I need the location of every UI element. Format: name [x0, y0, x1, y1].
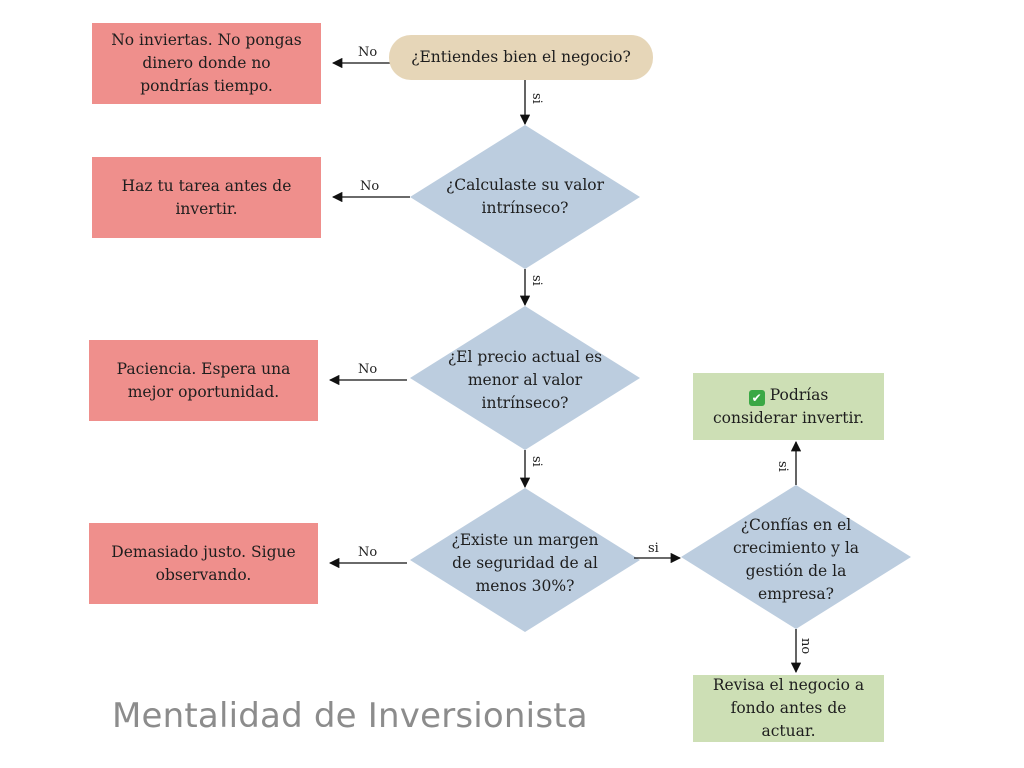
question-text-2: ¿Calculaste su valor intrínseco?	[445, 176, 605, 217]
edge-label-no-4: No	[358, 545, 378, 560]
check-mark-icon: ✔	[748, 389, 765, 406]
positive-box-1: ✔Podrías considerar invertir.	[693, 373, 884, 440]
edge-label-si-4: si	[648, 541, 659, 556]
result-text-3: Paciencia. Espera una mejor oportunidad.	[116, 359, 291, 401]
result-box-4: Demasiado justo. Sigue observando.	[89, 523, 318, 604]
decision-diamond-4	[410, 488, 640, 632]
question-text-4: ¿Existe un margen de seguridad de al men…	[451, 530, 599, 595]
edge-label-si-2: si	[529, 275, 544, 286]
edge-label-si-1: si	[529, 93, 544, 104]
start-question-pill: ¿Entiendes bien el negocio?	[389, 35, 653, 80]
result-box-3: Paciencia. Espera una mejor oportunidad.	[89, 340, 318, 421]
result-box-1: No inviertas. No pongas dinero donde no …	[92, 23, 321, 104]
result-box-2: Haz tu tarea antes de invertir.	[92, 157, 321, 238]
positive-text-1: Podrías considerar invertir.	[712, 385, 865, 427]
question-text-3: ¿El precio actual es menor al valor intr…	[447, 347, 603, 412]
edge-label-no-5: no	[798, 638, 813, 655]
positive-box-2: Revisa el negocio a fondo antes de actua…	[693, 675, 884, 742]
result-text-2: Haz tu tarea antes de invertir.	[121, 176, 292, 218]
decision-diamond-2	[410, 125, 640, 269]
question-text-5: ¿Confías en el crecimiento y la gestión …	[732, 516, 860, 603]
decision-diamond-3	[410, 306, 640, 450]
edge-label-no-2: No	[360, 179, 380, 194]
decision-diamond-5	[681, 485, 911, 629]
positive-text-2: Revisa el negocio a fondo antes de actua…	[712, 676, 865, 740]
question-text-1: ¿Entiendes bien el negocio?	[411, 48, 631, 66]
result-text-1: No inviertas. No pongas dinero donde no …	[111, 31, 302, 95]
result-text-4: Demasiado justo. Sigue observando.	[111, 542, 296, 584]
edge-label-no-3: No	[358, 362, 378, 377]
edge-label-si-5: si	[775, 461, 790, 472]
diagram-title: Mentalidad de Inversionista	[112, 696, 588, 736]
edge-label-no-1: No	[358, 45, 378, 60]
edge-label-si-3: si	[529, 456, 544, 467]
